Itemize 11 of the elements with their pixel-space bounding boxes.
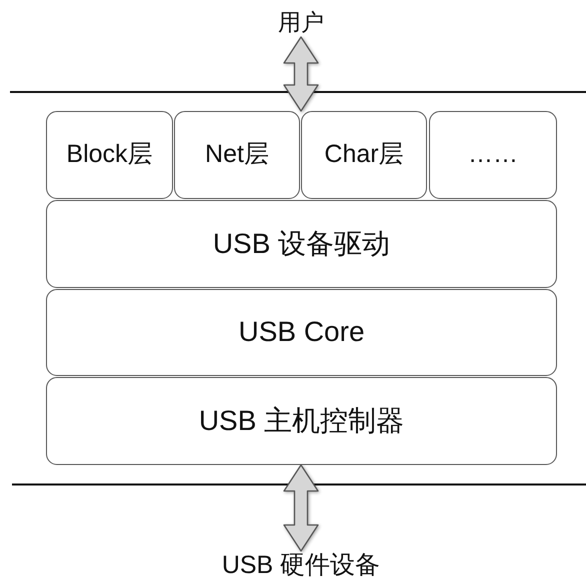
layer-box: Char层 <box>301 111 427 199</box>
double-arrow <box>283 36 319 112</box>
layer-box: …… <box>429 111 557 199</box>
layer-box: USB Core <box>46 289 557 376</box>
layer-box: Block层 <box>46 111 173 199</box>
layer-box: Net层 <box>174 111 300 199</box>
endpoint-label: 用户 <box>270 8 332 37</box>
endpoint-label: USB 硬件设备 <box>220 551 382 580</box>
double-arrow <box>283 464 319 552</box>
layer-box: USB 主机控制器 <box>46 377 557 465</box>
layer-box: USB 设备驱动 <box>46 200 557 288</box>
